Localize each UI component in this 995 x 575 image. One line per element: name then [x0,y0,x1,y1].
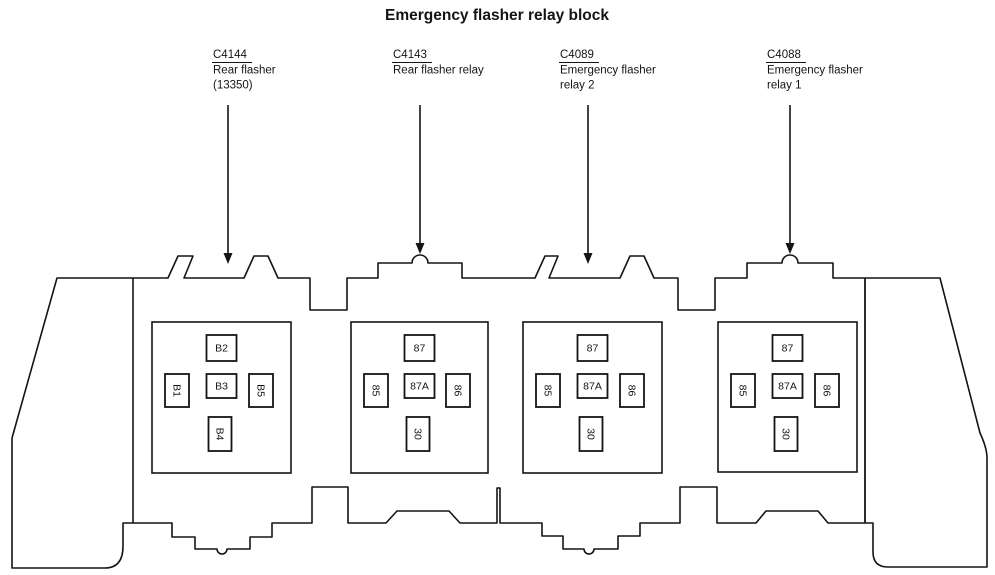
callout-code: C4144 [213,49,247,61]
callout-code: C4089 [560,49,594,61]
pin-box [403,373,436,399]
callout-line: Rear flasher relay [393,65,484,77]
connector-square [350,321,489,474]
pin-box [578,416,604,452]
pin-box [773,416,799,452]
pin-box [445,373,471,408]
pin-85: 85 [535,373,561,408]
pin-label: 85 [370,385,382,397]
callout-code: C4088 [767,49,801,61]
pin-85: 85 [730,373,756,408]
pin-box [403,334,436,362]
pin-label: 87 [782,343,794,355]
pin-87: 87 [403,334,436,362]
pin-box [730,373,756,408]
callout-line: relay 2 [560,80,595,92]
pin-label: B4 [214,428,226,441]
pin-label: 85 [737,385,749,397]
pin-B3: B3 [205,373,238,399]
pin-30: 30 [773,416,799,452]
pin-30: 30 [405,416,431,452]
pin-86: 86 [814,373,840,408]
pin-label: 30 [585,428,597,440]
callout-line: Emergency flasher [767,65,863,77]
pin-box [576,373,609,399]
pin-label: 30 [412,428,424,440]
pin-label: 86 [821,385,833,397]
pin-B5: B5 [248,373,274,408]
pin-87: 87 [771,334,804,362]
pin-86: 86 [619,373,645,408]
connector-square [151,321,292,474]
pin-label: 87 [414,343,426,355]
callout-line: relay 1 [767,80,802,92]
pin-85: 85 [363,373,389,408]
callout-arrowhead [785,243,795,254]
pin-label: 85 [542,385,554,397]
pin-box [248,373,274,408]
callout-line: Emergency flasher [560,65,656,77]
pin-label: 87A [778,381,797,393]
pin-B4: B4 [207,416,233,452]
pin-87A: 87A [403,373,436,399]
pin-86: 86 [445,373,471,408]
callout-line: (13350) [213,80,253,92]
pin-box [576,334,609,362]
pin-box [619,373,645,408]
pin-87A: 87A [576,373,609,399]
pin-label: 87A [583,381,602,393]
pin-87A: 87A [771,373,804,399]
pin-B2: B2 [205,334,238,362]
pin-box [205,334,238,362]
pin-box [771,334,804,362]
pin-box [814,373,840,408]
callout-arrowhead [583,253,593,264]
pin-label: 87A [410,381,429,393]
pin-label: B5 [255,384,267,397]
pin-box [205,373,238,399]
callout-code: C4143 [393,49,427,61]
pin-label: B1 [171,384,183,397]
pin-label: B2 [215,343,228,355]
connector-rear-flasher-relay: 87 85 87A 86 30 [350,321,489,474]
connector-square [717,321,858,473]
callout-arrowhead [415,243,425,254]
diagram-title: Emergency flasher relay block [385,7,609,24]
relay-block-outline [11,254,988,569]
pin-30: 30 [578,416,604,452]
connector-emergency-flasher-relay-1: 87 85 87A 86 30 [717,321,858,473]
callout-line: Rear flasher [213,65,276,77]
pin-box [207,416,233,452]
connector-emergency-flasher-relay-2: 87 85 87A 86 30 [522,321,663,474]
pin-label: 86 [452,385,464,397]
callout-arrowhead [223,253,233,264]
pin-label: 86 [626,385,638,397]
pin-label: 87 [587,343,599,355]
pin-B1: B1 [164,373,190,408]
pin-87: 87 [576,334,609,362]
pin-box [771,373,804,399]
pin-label: B3 [215,381,228,393]
pin-box [535,373,561,408]
pin-box [164,373,190,408]
pin-box [363,373,389,408]
pin-box [405,416,431,452]
connector-square [522,321,663,474]
pin-label: 30 [780,428,792,440]
